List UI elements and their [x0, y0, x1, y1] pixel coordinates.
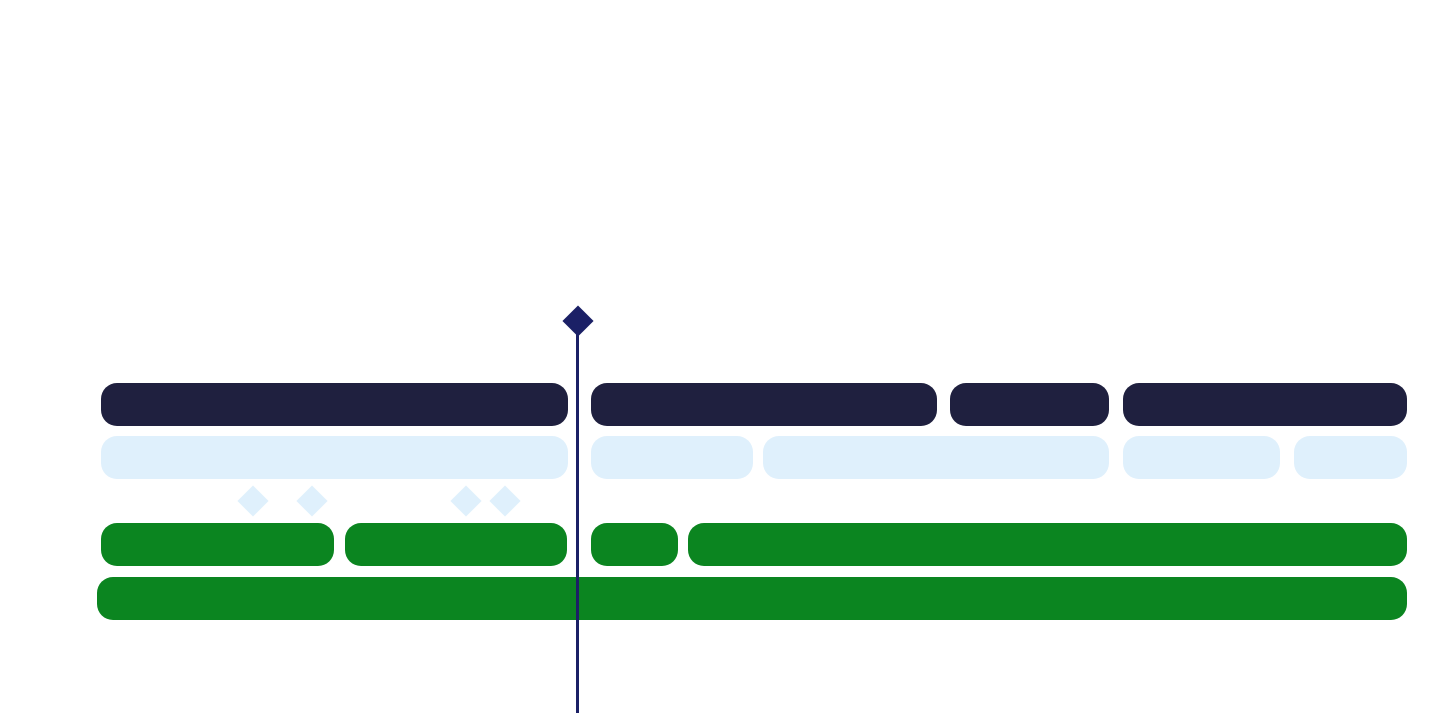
green-segment-4[interactable]	[688, 523, 1407, 566]
diamond-icon[interactable]	[450, 485, 482, 517]
diamond-icon[interactable]	[489, 485, 521, 517]
green-segment-1[interactable]	[101, 523, 334, 566]
green-segment-3[interactable]	[591, 523, 678, 566]
light-segment-5[interactable]	[1294, 436, 1407, 479]
playhead-handle-diamond-icon[interactable]	[562, 305, 594, 337]
dark-segment-2[interactable]	[591, 383, 937, 426]
green-segment-full[interactable]	[97, 577, 1407, 620]
light-segment-2[interactable]	[591, 436, 753, 479]
light-segment-3[interactable]	[763, 436, 1109, 479]
green-segment-2[interactable]	[345, 523, 567, 566]
diamond-icon[interactable]	[237, 485, 269, 517]
light-segment-1[interactable]	[101, 436, 568, 479]
dark-segment-1[interactable]	[101, 383, 568, 426]
diamond-icon[interactable]	[296, 485, 328, 517]
playhead-line[interactable]	[576, 322, 579, 713]
dark-segment-3[interactable]	[950, 383, 1109, 426]
light-segment-4[interactable]	[1123, 436, 1280, 479]
dark-segment-4[interactable]	[1123, 383, 1407, 426]
